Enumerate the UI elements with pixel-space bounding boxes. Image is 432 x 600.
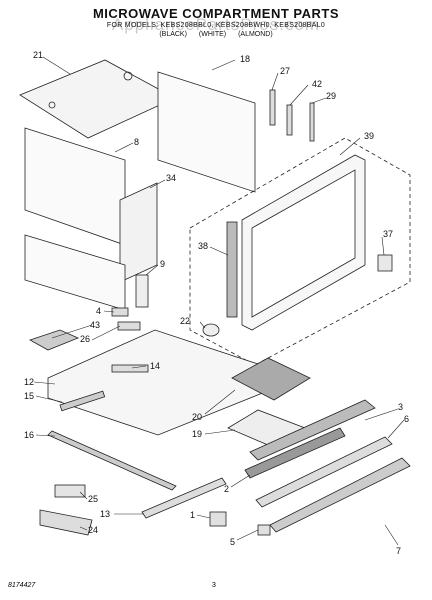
callout-12: 12 <box>24 377 35 387</box>
finish-line: (BLACK) (WHITE) (ALMOND) <box>0 31 432 38</box>
callout-29: 29 <box>326 91 337 101</box>
callout-2: 2 <box>224 484 230 494</box>
callout-27: 27 <box>280 66 291 76</box>
callout-34: 34 <box>166 173 177 183</box>
callout-4: 4 <box>96 306 102 316</box>
callout-21: 21 <box>33 50 44 60</box>
callout-1: 1 <box>190 510 196 520</box>
callout-37: 37 <box>383 229 394 239</box>
callout-20: 20 <box>192 412 203 422</box>
callout-16: 16 <box>24 430 35 440</box>
diagram-code: 8174427 <box>8 582 36 589</box>
callout-24: 24 <box>88 525 99 535</box>
callout-7: 7 <box>396 546 402 556</box>
finish-almond: (ALMOND) <box>238 31 273 38</box>
callout-9: 9 <box>160 259 166 269</box>
callout-18: 18 <box>240 54 251 64</box>
page-number: 3 <box>212 582 216 589</box>
finish-black: (BLACK) <box>159 31 187 38</box>
finish-white: (WHITE) <box>198 31 227 38</box>
callout-42: 42 <box>312 79 323 89</box>
callout-26: 26 <box>80 334 91 344</box>
callout-19: 19 <box>192 429 203 439</box>
callout-43: 43 <box>90 320 101 330</box>
callout-38: 38 <box>198 241 209 251</box>
watermark: AppliancePartsPros.com <box>111 15 321 34</box>
callout-8: 8 <box>134 137 140 147</box>
callout-25: 25 <box>88 494 99 504</box>
callout-22: 22 <box>180 316 191 326</box>
callout-5: 5 <box>230 537 236 547</box>
callout-6: 6 <box>404 414 410 424</box>
callout-3: 3 <box>398 402 404 412</box>
callout-39: 39 <box>364 131 375 141</box>
callout-13: 13 <box>100 509 111 519</box>
models-line: FOR MODELS: KEBS208BBL0, KEBS208BWH0, KE… <box>106 22 326 29</box>
diagram-title: MICROWAVE COMPARTMENT PARTS <box>92 6 340 21</box>
callout-14: 14 <box>150 361 161 371</box>
callout-15: 15 <box>24 391 35 401</box>
